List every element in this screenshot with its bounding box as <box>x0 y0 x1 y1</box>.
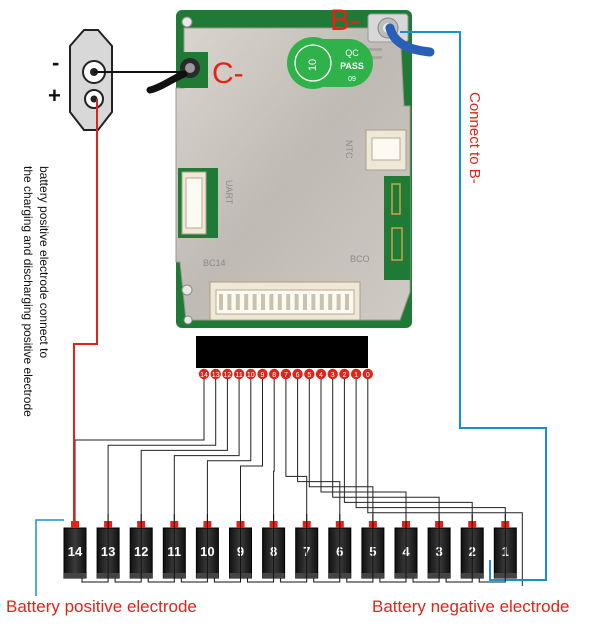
battery-negative-label: Battery negative electrode <box>372 597 570 616</box>
cell-14: 14 <box>63 521 87 579</box>
pin-number: 10 <box>247 372 255 379</box>
series-link <box>445 514 473 583</box>
connect-to-b-label: Connect to B- <box>466 92 483 184</box>
pin-6: 6 <box>292 368 303 380</box>
balance-wire-5 <box>308 379 374 521</box>
bc14-label: BC14 <box>203 258 226 268</box>
discharge-terminal <box>69 29 113 131</box>
qc-label: QC <box>345 48 359 58</box>
series-link <box>280 514 308 583</box>
pin-8: 8 <box>269 368 280 380</box>
b-minus-label: B- <box>330 4 360 37</box>
balance-wire-1 <box>355 379 506 521</box>
series-link <box>313 514 341 583</box>
plus-symbol: + <box>48 83 61 108</box>
series-link <box>247 514 275 583</box>
pin-number: 11 <box>235 372 242 379</box>
battery-positive-label: Battery positive electrode <box>6 597 197 616</box>
bms-board: 10 QC PASS 09 NTC UART BC14 BCO <box>175 10 412 328</box>
balance-wire-7 <box>285 379 308 521</box>
pin-number: 13 <box>212 372 220 379</box>
qc-number: 09 <box>348 76 356 83</box>
pin-number: 7 <box>284 372 288 379</box>
balance-wire-3 <box>332 379 440 521</box>
pin-number: 6 <box>296 372 300 379</box>
series-link <box>478 514 506 583</box>
positive-wire <box>73 99 98 528</box>
cell-number: 14 <box>68 544 83 559</box>
series-link <box>81 514 109 583</box>
balance-harness-header <box>196 336 368 368</box>
pin-3: 3 <box>327 368 338 380</box>
series-link <box>180 514 208 583</box>
pin-1: 1 <box>350 368 362 380</box>
pin-12: 12 <box>222 368 233 380</box>
ntc-label: NTC <box>344 140 354 159</box>
uart-label: UART <box>224 180 234 205</box>
pin-number: 4 <box>319 372 323 379</box>
pin-7: 7 <box>280 368 292 380</box>
balance-wire-11 <box>173 379 240 521</box>
series-link <box>114 514 142 583</box>
series-link <box>412 514 440 583</box>
series-link <box>346 514 374 583</box>
balance-wire-8 <box>273 379 275 521</box>
pin-number: 12 <box>224 372 232 379</box>
pin-number: 2 <box>342 372 346 379</box>
balance-wire-12 <box>140 379 228 521</box>
pin-4: 4 <box>315 368 327 380</box>
pin-2: 2 <box>339 368 350 380</box>
pin-10: 10 <box>245 368 256 380</box>
balance-wires <box>74 379 523 586</box>
pin-number: 1 <box>354 372 358 379</box>
pin-5: 5 <box>304 368 315 380</box>
series-link <box>147 514 175 583</box>
balance-wire-2 <box>343 379 473 521</box>
qc-side-number: 10 <box>307 59 319 71</box>
balance-wire-4 <box>320 379 407 521</box>
balance-wire-6 <box>297 379 341 521</box>
pin-number: 5 <box>307 372 311 379</box>
qc-pass-sticker: 10 QC PASS 09 <box>287 37 373 89</box>
bco-label: BCO <box>350 254 370 264</box>
pin-9: 9 <box>257 368 268 380</box>
balance-wire-10 <box>206 379 252 521</box>
pin-13: 13 <box>210 368 221 380</box>
series-link <box>379 514 407 583</box>
positive-note-line2: the charging and discharging positive el… <box>21 166 35 417</box>
pin-14: 14 <box>198 368 210 380</box>
pass-label: PASS <box>340 61 364 71</box>
positive-note-line1: battery positive electrode connect to <box>37 166 51 358</box>
series-link <box>213 514 241 583</box>
pin-number: 9 <box>261 372 265 379</box>
negative-wire <box>400 31 547 581</box>
balance-wire-13 <box>107 379 217 521</box>
balance-wire-9 <box>240 379 263 521</box>
pin-number: 0 <box>366 372 370 379</box>
pin-0: 0 <box>362 368 373 380</box>
pin-number: 3 <box>331 372 335 379</box>
balance-wire-0 <box>367 379 523 586</box>
pin-number: 8 <box>272 372 276 379</box>
pin-number: 14 <box>200 372 208 379</box>
minus-symbol: - <box>52 50 59 75</box>
c-minus-label: C- <box>212 57 244 90</box>
pin-11: 11 <box>233 368 245 380</box>
